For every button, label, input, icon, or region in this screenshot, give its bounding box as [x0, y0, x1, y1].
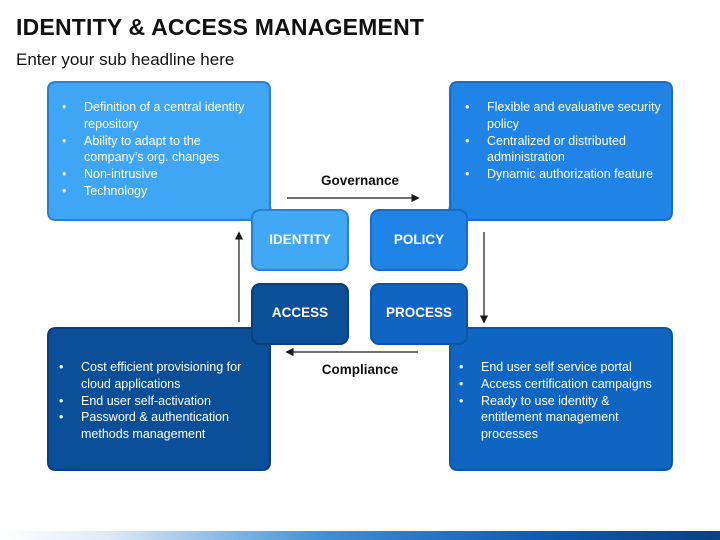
access-bullets: Cost efficient provisioning for cloud ap…	[55, 359, 265, 443]
access-label: ACCESS	[271, 305, 329, 320]
list-item: Ability to adapt to the company’s org. c…	[58, 133, 258, 167]
identity-bullets: Definition of a central identity reposit…	[58, 99, 258, 200]
list-item: Non-intrusive	[58, 166, 258, 183]
list-item: Dynamic authorization feature	[461, 166, 661, 183]
footer-gradient-bar	[0, 531, 720, 540]
list-item: Definition of a central identity reposit…	[58, 99, 258, 133]
compliance-label: Compliance	[321, 362, 399, 377]
page-subtitle: Enter your sub headline here	[16, 50, 235, 69]
list-item: Centralized or distributed administratio…	[461, 133, 661, 167]
list-item: Ready to use identity & entitlement mana…	[455, 393, 665, 443]
list-item: Cost efficient provisioning for cloud ap…	[55, 359, 265, 393]
list-item: Flexible and evaluative security policy	[461, 99, 661, 133]
identity-label: IDENTITY	[269, 232, 331, 247]
process-bullets: End user self service portal Access cert…	[455, 359, 665, 443]
policy-tab	[370, 209, 468, 271]
list-item: Password & authentication methods manage…	[55, 409, 265, 443]
list-item: Access certification campaigns	[455, 376, 665, 393]
access-tab	[251, 283, 349, 345]
policy-label: POLICY	[393, 232, 445, 247]
process-tab	[370, 283, 468, 345]
page-title: IDENTITY & ACCESS MANAGEMENT	[16, 14, 425, 40]
list-item: Technology	[58, 183, 258, 200]
identity-tab	[251, 209, 349, 271]
list-item: End user self-activation	[55, 393, 265, 410]
process-label: PROCESS	[385, 305, 453, 320]
governance-label: Governance	[320, 173, 400, 188]
list-item: End user self service portal	[455, 359, 665, 376]
policy-bullets: Flexible and evaluative security policy …	[461, 99, 661, 183]
